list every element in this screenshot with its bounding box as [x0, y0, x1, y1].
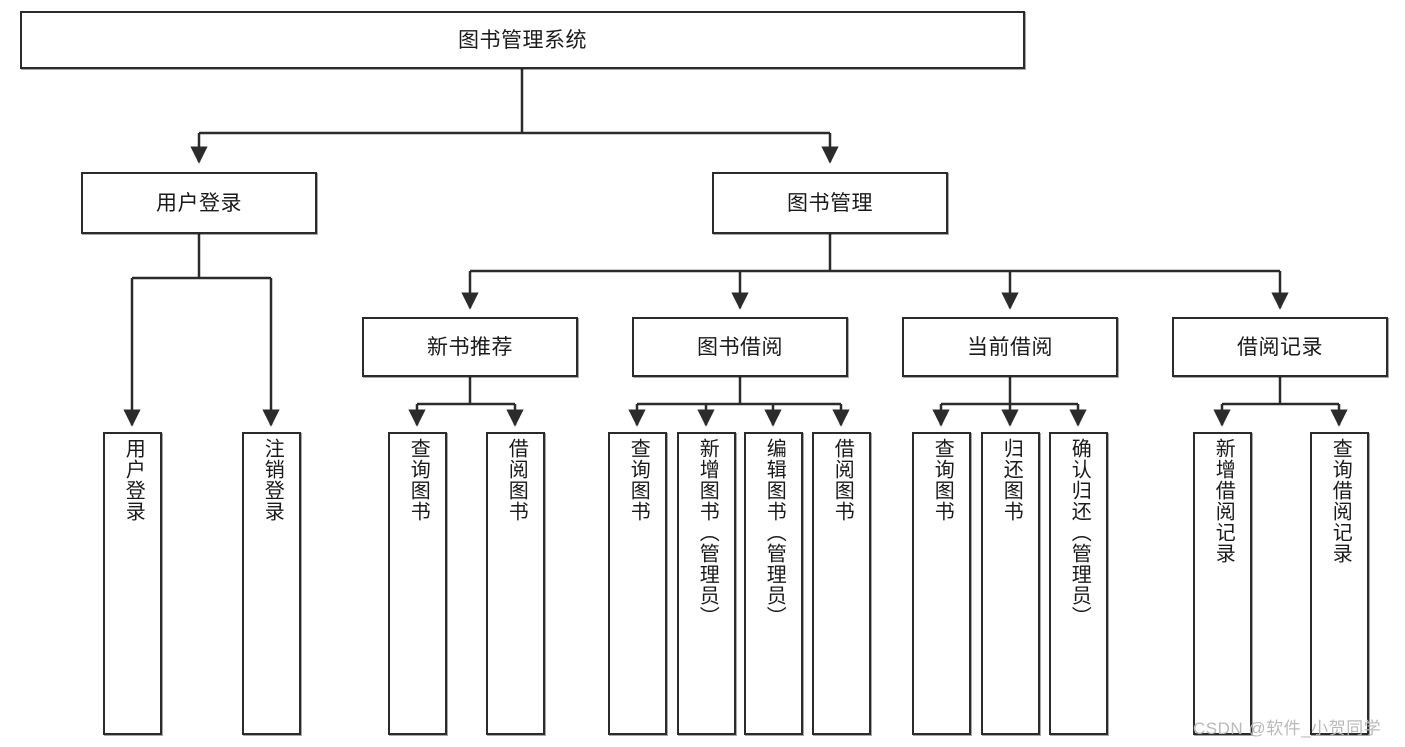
node-book-management-system[interactable]: 图书管理系统: [20, 11, 1025, 69]
node-book-management[interactable]: 图书管理: [712, 172, 948, 234]
node-leaf-add-record[interactable]: 新增借阅记录: [1193, 432, 1252, 735]
node-label: 查询图书: [407, 438, 430, 522]
node-leaf-confirm-return[interactable]: 确认归还（管理员）: [1049, 432, 1108, 735]
node-label: 用户登录: [122, 438, 145, 522]
node-label: 归还图书: [1000, 438, 1023, 522]
node-borrow-record[interactable]: 借阅记录: [1172, 317, 1388, 377]
node-leaf-user-login[interactable]: 用户登录: [103, 432, 162, 735]
node-label: 确认归还（管理员）: [1068, 438, 1091, 627]
node-user-login[interactable]: 用户登录: [81, 172, 317, 234]
node-label: 当前借阅: [967, 335, 1053, 359]
node-label: 查询图书: [931, 438, 954, 522]
node-label: 图书管理: [787, 191, 873, 215]
node-label: 图书借阅: [697, 335, 783, 359]
node-leaf-query-book-3[interactable]: 查询图书: [912, 432, 971, 735]
node-label: 借阅记录: [1237, 335, 1323, 359]
node-label: 用户登录: [156, 191, 242, 215]
node-new-book-recommend[interactable]: 新书推荐: [362, 317, 578, 377]
node-label: 图书管理系统: [458, 28, 587, 52]
node-label: 借阅图书: [831, 438, 854, 522]
node-leaf-query-book-1[interactable]: 查询图书: [388, 432, 447, 735]
node-leaf-borrow-book-1[interactable]: 借阅图书: [486, 432, 545, 735]
node-label: 查询图书: [627, 438, 650, 522]
node-leaf-borrow-book-2[interactable]: 借阅图书: [812, 432, 871, 735]
node-book-borrow[interactable]: 图书借阅: [632, 317, 848, 377]
node-label: 新增借阅记录: [1212, 438, 1235, 564]
node-label: 编辑图书（管理员）: [763, 438, 786, 627]
node-leaf-query-book-2[interactable]: 查询图书: [608, 432, 667, 735]
node-leaf-edit-book[interactable]: 编辑图书（管理员）: [744, 432, 803, 735]
node-label: 借阅图书: [505, 438, 528, 522]
node-label: 新书推荐: [427, 335, 513, 359]
node-current-borrow[interactable]: 当前借阅: [902, 317, 1118, 377]
node-label: 新增图书（管理员）: [696, 438, 719, 627]
node-leaf-return-book[interactable]: 归还图书: [981, 432, 1040, 735]
node-leaf-add-book[interactable]: 新增图书（管理员）: [677, 432, 736, 735]
node-leaf-query-record[interactable]: 查询借阅记录: [1310, 432, 1369, 735]
node-label: 注销登录: [261, 438, 284, 522]
node-leaf-user-logout[interactable]: 注销登录: [242, 432, 301, 735]
node-label: 查询借阅记录: [1329, 438, 1352, 564]
